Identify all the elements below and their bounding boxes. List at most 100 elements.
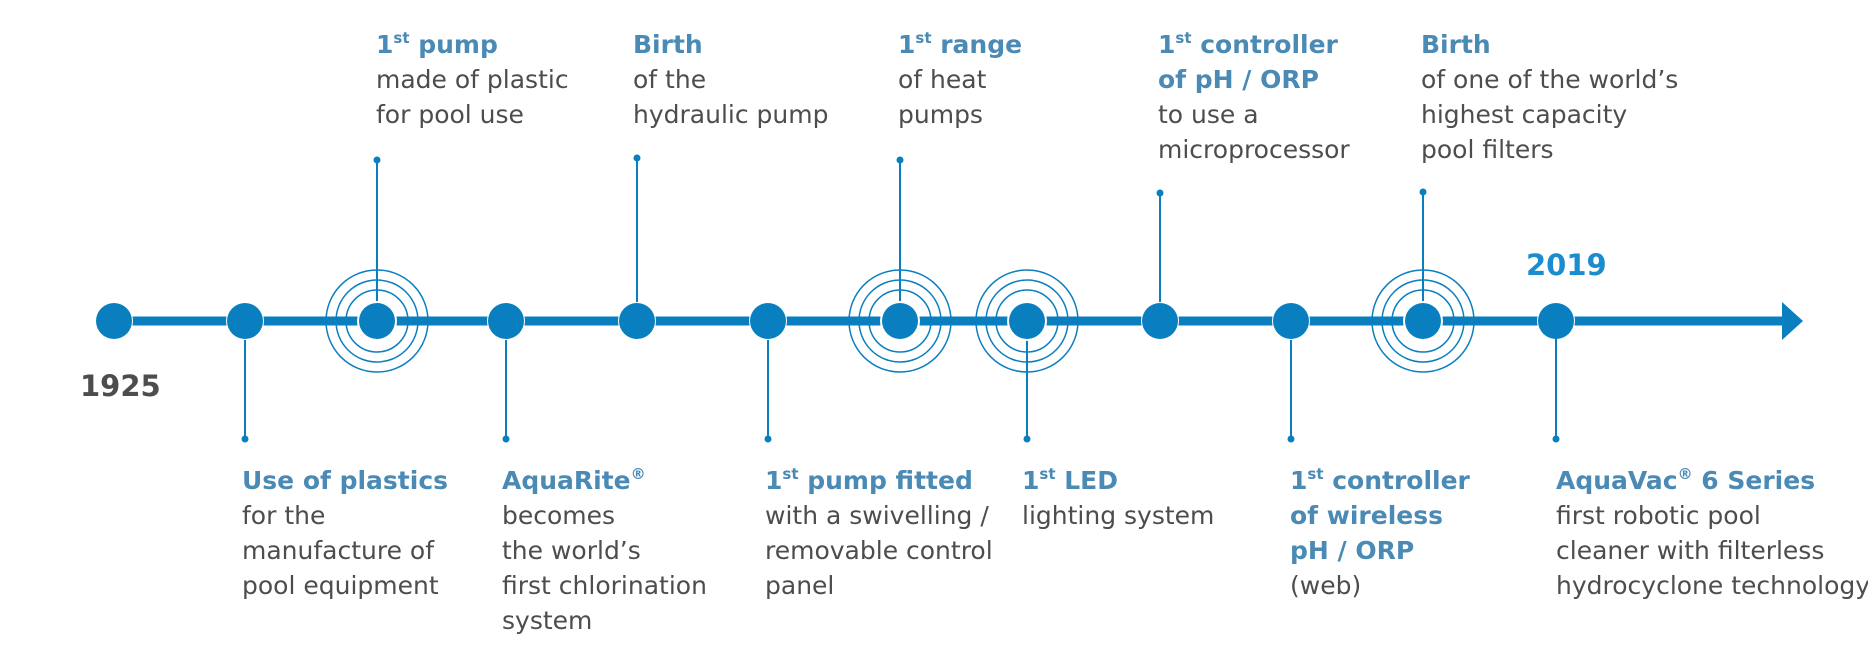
milestone-description-line: panel — [765, 571, 835, 600]
milestone-title: Birth — [633, 27, 828, 62]
stem-end-dot — [1156, 189, 1164, 197]
milestone-description-line: highest capacity — [1421, 100, 1628, 129]
milestone-dot — [882, 303, 918, 339]
milestone-title: 1st pump fitted — [765, 463, 993, 498]
start-year-label: 1925 — [80, 369, 161, 403]
milestone-description-line: pool equipment — [242, 571, 439, 600]
milestone-dot — [619, 303, 655, 339]
milestone-title: Birth — [1421, 27, 1678, 62]
milestone-aquavac: AquaVac® 6 Series first robotic pool clean… — [1556, 463, 1868, 603]
end-year-label: 2019 — [1526, 248, 1607, 282]
milestone-heat-pumps: 1st range of heat pumps — [898, 27, 1022, 132]
title-text: pump fitted — [798, 466, 973, 495]
title-superscript: st — [915, 29, 932, 47]
title-superscript: st — [782, 465, 799, 483]
milestone-description-line: to use a — [1158, 100, 1259, 129]
milestone-title: 1st range — [898, 27, 1022, 62]
milestone-pool-filters: Birth of one of the world’s highest capaci… — [1421, 27, 1678, 167]
milestone-description-line: system — [502, 606, 593, 635]
title-text: Birth — [633, 30, 703, 59]
title-suffix: 6 Series — [1692, 466, 1816, 495]
milestone-dot — [750, 303, 786, 339]
timeline-arrowhead — [1782, 302, 1803, 340]
title-text: controller — [1323, 466, 1470, 495]
milestone-description-line: hydrocyclone technology — [1556, 571, 1868, 600]
title-text: controller — [1191, 30, 1338, 59]
title-text: AquaVac — [1556, 466, 1678, 495]
milestone-description-line: microprocessor — [1158, 135, 1350, 164]
title-prefix: 1 — [376, 30, 394, 59]
milestone-description-line: becomes — [502, 501, 616, 530]
title-prefix: 1 — [1290, 466, 1308, 495]
milestone-swivelling-pump: 1st pump fitted with a swivelling / remova… — [765, 463, 993, 603]
title-superscript: ® — [630, 465, 646, 483]
title-text: pump — [409, 30, 498, 59]
milestone-aquarite: AquaRite® becomes the world’s first chlorin… — [502, 463, 707, 638]
milestone-description-line: of heat — [898, 65, 987, 94]
title-superscript: st — [1175, 29, 1192, 47]
stem-end-dot — [1023, 435, 1031, 443]
title-superscript: st — [1039, 465, 1056, 483]
title-text: Birth — [1421, 30, 1491, 59]
milestone-description-line: the world’s — [502, 536, 641, 565]
milestone-title: AquaVac® 6 Series — [1556, 463, 1868, 498]
milestone-title: 1st controller — [1158, 27, 1350, 62]
milestone-ph-orp-controller: 1st controller of pH / ORP to use a micropr… — [1158, 27, 1350, 167]
stem-end-dot — [241, 435, 249, 443]
title-text: Use of plastics — [242, 466, 449, 495]
stem-end-dot — [1419, 188, 1427, 196]
milestone-led-lighting: 1st LED lighting system — [1022, 463, 1214, 533]
milestone-description-line: manufacture of — [242, 536, 435, 565]
milestone-hydraulic-pump: Birth of the hydraulic pump — [633, 27, 828, 132]
stem-end-dot — [764, 435, 772, 443]
milestone-dot — [1405, 303, 1441, 339]
stem-end-dot — [373, 156, 381, 164]
stem-end-dot — [1287, 435, 1295, 443]
milestone-title: Use of plastics — [242, 463, 448, 498]
milestone-dot — [359, 303, 395, 339]
milestone-description-line: with a swivelling / — [765, 501, 989, 530]
milestone-dot — [1142, 303, 1178, 339]
title-superscript: st — [393, 29, 410, 47]
milestone-description-line: first chlorination — [502, 571, 707, 600]
milestone-dot — [1009, 303, 1045, 339]
milestone-dot — [1273, 303, 1309, 339]
milestone-description-line: cleaner with filterless — [1556, 536, 1825, 565]
milestone-description-line: first robotic pool — [1556, 501, 1761, 530]
milestone-title: 1st LED — [1022, 463, 1214, 498]
title-prefix: 1 — [765, 466, 783, 495]
milestone-title: 1st controller — [1290, 463, 1470, 498]
title-prefix: 1 — [1158, 30, 1176, 59]
milestone-description-line: (web) — [1290, 571, 1362, 600]
title-prefix: 1 — [898, 30, 916, 59]
title-superscript: ® — [1677, 465, 1693, 483]
milestone-description-line: removable control — [765, 536, 993, 565]
milestone-plastics-use: Use of plastics for the manufacture of pool… — [242, 463, 448, 603]
milestone-description-line: pumps — [898, 100, 983, 129]
milestone-title: 1st pump — [376, 27, 569, 62]
milestone-description-line: of one of the world’s — [1421, 65, 1679, 94]
stem-end-dot — [633, 154, 641, 162]
title-text: range — [931, 30, 1023, 59]
stem-end-dot — [1552, 435, 1560, 443]
milestone-title-line: of pH / ORP — [1158, 65, 1319, 94]
stem-end-dot — [502, 435, 510, 443]
milestone-description-line: for pool use — [376, 100, 524, 129]
title-superscript: st — [1307, 465, 1324, 483]
title-text: AquaRite — [502, 466, 631, 495]
milestone-description-line: pool filters — [1421, 135, 1554, 164]
title-text: LED — [1055, 466, 1118, 495]
milestone-description-line: lighting system — [1022, 501, 1215, 530]
start-year-dot — [96, 303, 132, 339]
milestone-description-line: for the — [242, 501, 326, 530]
stem-end-dot — [896, 156, 904, 164]
milestone-description-line: of the — [633, 65, 707, 94]
title-prefix: 1 — [1022, 466, 1040, 495]
milestone-dot — [227, 303, 263, 339]
milestone-description-line: hydraulic pump — [633, 100, 829, 129]
timeline-markers — [95, 154, 1575, 443]
milestone-title-line: of wireless — [1290, 501, 1443, 530]
